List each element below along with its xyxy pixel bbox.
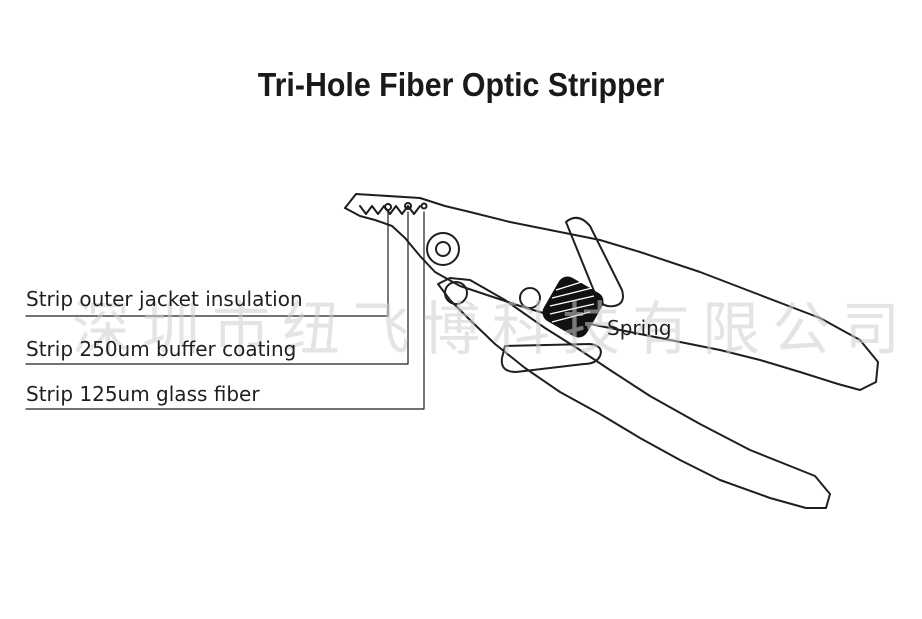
lower-jaw [437, 277, 831, 509]
pivot-outer [426, 232, 460, 266]
hole-outer-jacket [384, 203, 392, 211]
leader-buffer [25, 211, 409, 365]
upper-jaw [344, 193, 879, 391]
hole-glass [420, 202, 428, 210]
pivot-inner [435, 241, 451, 257]
callout-spring: Spring [607, 316, 672, 340]
callout-buffer-coating: Strip 250um buffer coating [26, 337, 297, 361]
hole-buffer [404, 202, 412, 210]
spring-icon [542, 276, 604, 338]
watermark: 深圳市纽飞博科技有限公司 [72, 295, 913, 363]
lower-grip-sleeve [500, 343, 602, 373]
leader-outer-jacket [25, 211, 389, 317]
diagram-title: Tri-Hole Fiber Optic Stripper [257, 66, 665, 103]
callout-outer-jacket: Strip outer jacket insulation [26, 287, 303, 311]
cam [519, 287, 541, 309]
callout-glass-fiber: Strip 125um glass fiber [26, 382, 260, 406]
leader-glass [25, 211, 425, 410]
adjust-knob [444, 281, 468, 305]
